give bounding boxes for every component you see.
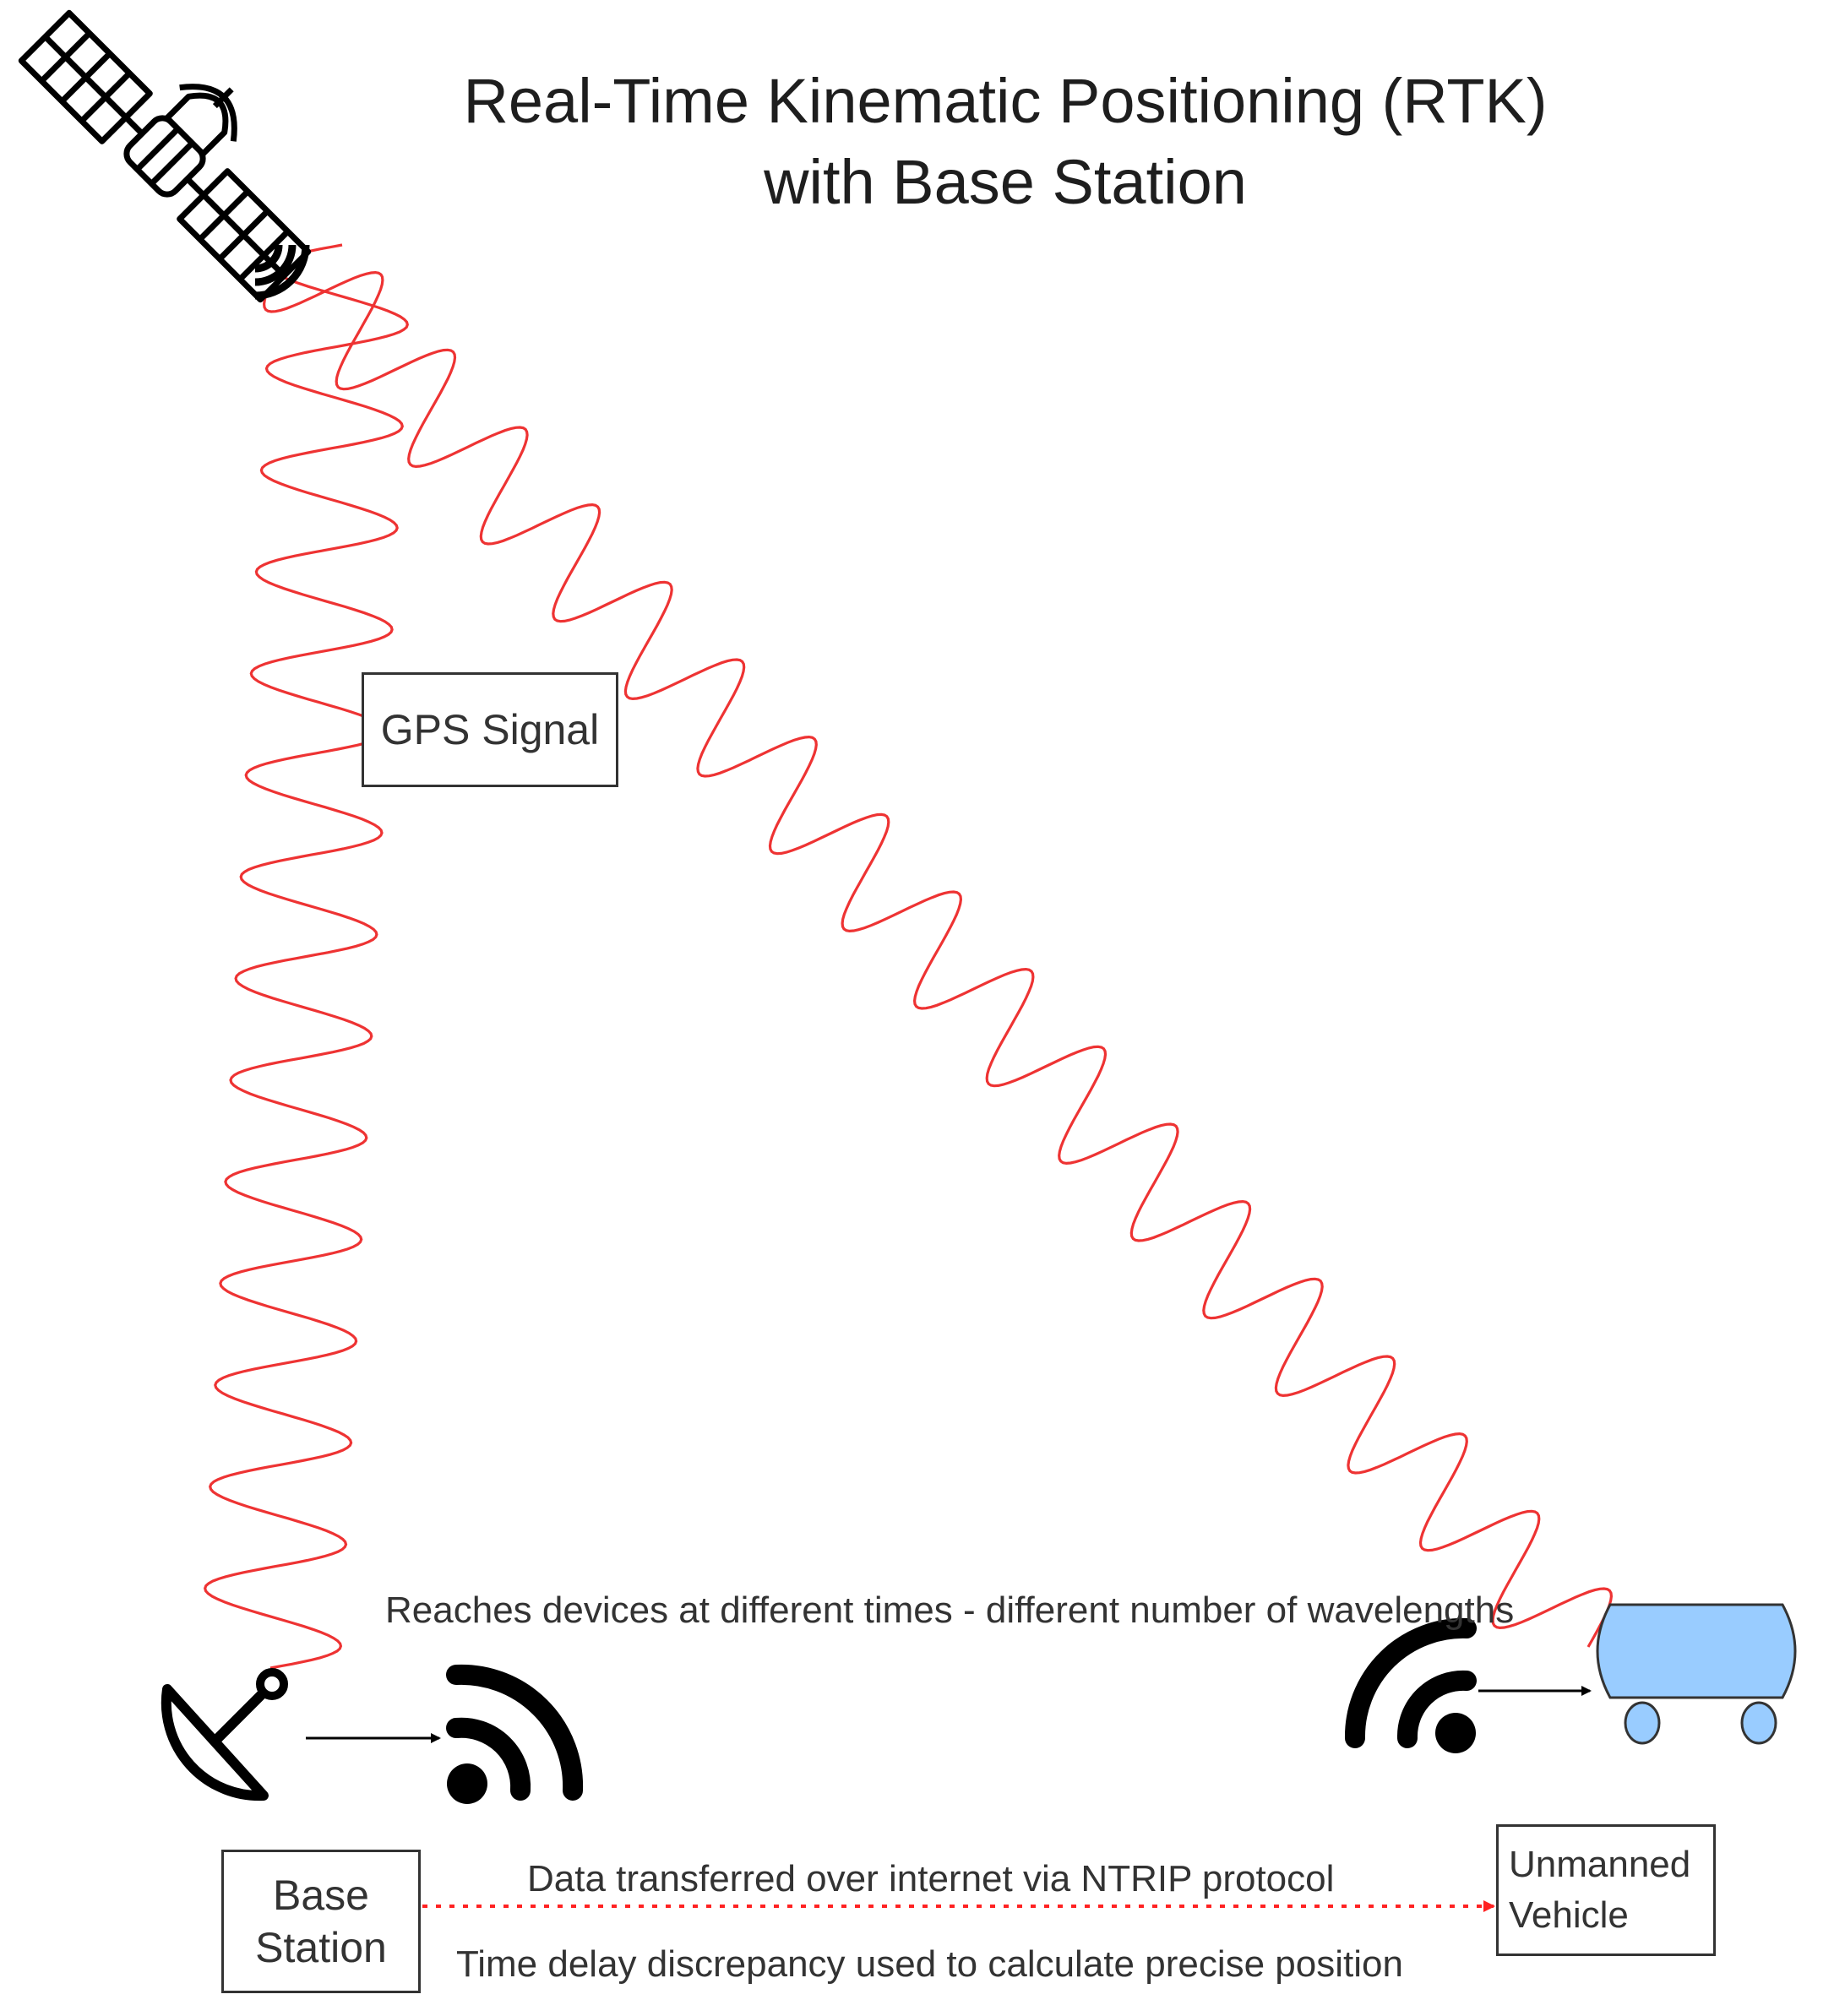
vehicle-label-line-1: Unmanned [1509,1844,1691,1885]
diagram-title: Real-Time Kinematic Positioning (RTK) wi… [372,61,1639,223]
wifi-icon [1344,1617,1477,1753]
vehicle-icon [1596,1603,1797,1745]
gps-signal-wave-to-base [204,243,409,1670]
base-station-label-line-1: Base [273,1872,369,1919]
satellite-dish-icon [161,1668,288,1801]
title-line-1: Real-Time Kinematic Positioning (RTK) [463,66,1548,136]
caption-reaches-devices: Reaches devices at different times - dif… [385,1589,1515,1631]
satellite-icon [18,9,312,303]
unmanned-vehicle-label: Unmanned Vehicle [1496,1824,1716,1956]
base-station-label-line-2: Station [255,1924,387,1971]
caption-data-transfer: Data transferred over internet via NTRIP… [527,1858,1335,1899]
caption-time-delay: Time delay discrepancy used to calculate… [456,1943,1403,1985]
gps-signal-wave-to-vehicle [262,253,1614,1648]
title-line-2: with Base Station [764,147,1247,217]
vehicle-label-line-2: Vehicle [1509,1894,1629,1936]
wifi-icon [446,1664,584,1804]
base-station-label: Base Station [221,1850,421,1993]
gps-signal-label: GPS Signal [362,672,618,787]
